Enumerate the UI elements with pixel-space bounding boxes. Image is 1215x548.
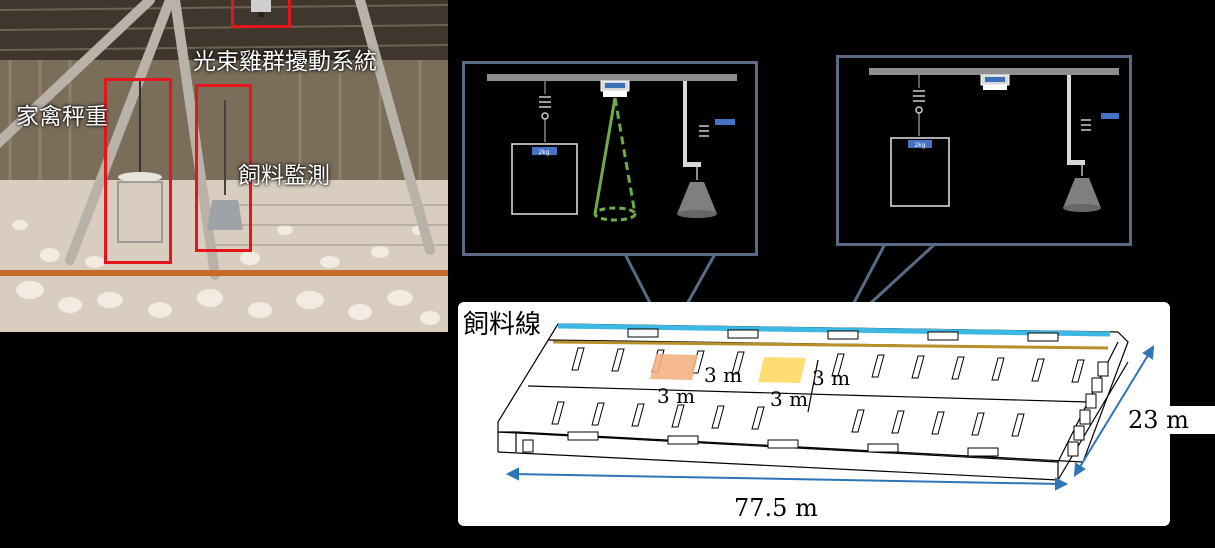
sensor-schematic-right: 2kg bbox=[836, 55, 1132, 246]
width-label: 23 m bbox=[1124, 406, 1215, 434]
sensor-schematic-right-drawing: 2kg bbox=[869, 68, 1119, 212]
sensor-schematic-left: 2kg bbox=[462, 61, 758, 256]
zone2-width-label: 3 m bbox=[812, 366, 851, 390]
weighing-scale-highlight bbox=[104, 78, 172, 264]
feed-line-label: 飼料線 bbox=[463, 310, 542, 340]
zone1-height-label: 3 m bbox=[657, 384, 696, 408]
feed-monitoring-label: 飼料監測 bbox=[238, 163, 330, 189]
light-beam-system-label: 光束雞群擾動系統 bbox=[193, 49, 377, 75]
feed-monitor-highlight bbox=[195, 84, 252, 252]
scale-tag-left: 2kg bbox=[538, 149, 549, 156]
poultry-weighing-label: 家禽秤重 bbox=[16, 104, 108, 130]
poultry-house-layout: 飼料線 3 m 3 m 3 m 3 m 77.5 m bbox=[458, 302, 1170, 526]
length-label: 77.5 m bbox=[734, 494, 818, 522]
scale-tag-right: 2kg bbox=[914, 142, 925, 149]
poultry-house-scene bbox=[0, 0, 448, 332]
poultry-house-layout-drawing bbox=[497, 323, 1155, 491]
zone1-width-label: 3 m bbox=[704, 363, 743, 387]
sensor-schematic-left-drawing: 2kg bbox=[487, 74, 737, 222]
zone2-height-label: 3 m bbox=[770, 387, 809, 411]
light-beam-device-highlight bbox=[231, 0, 291, 28]
poultry-house-photo: 光束雞群擾動系統 家禽秤重 飼料監測 bbox=[0, 0, 448, 332]
